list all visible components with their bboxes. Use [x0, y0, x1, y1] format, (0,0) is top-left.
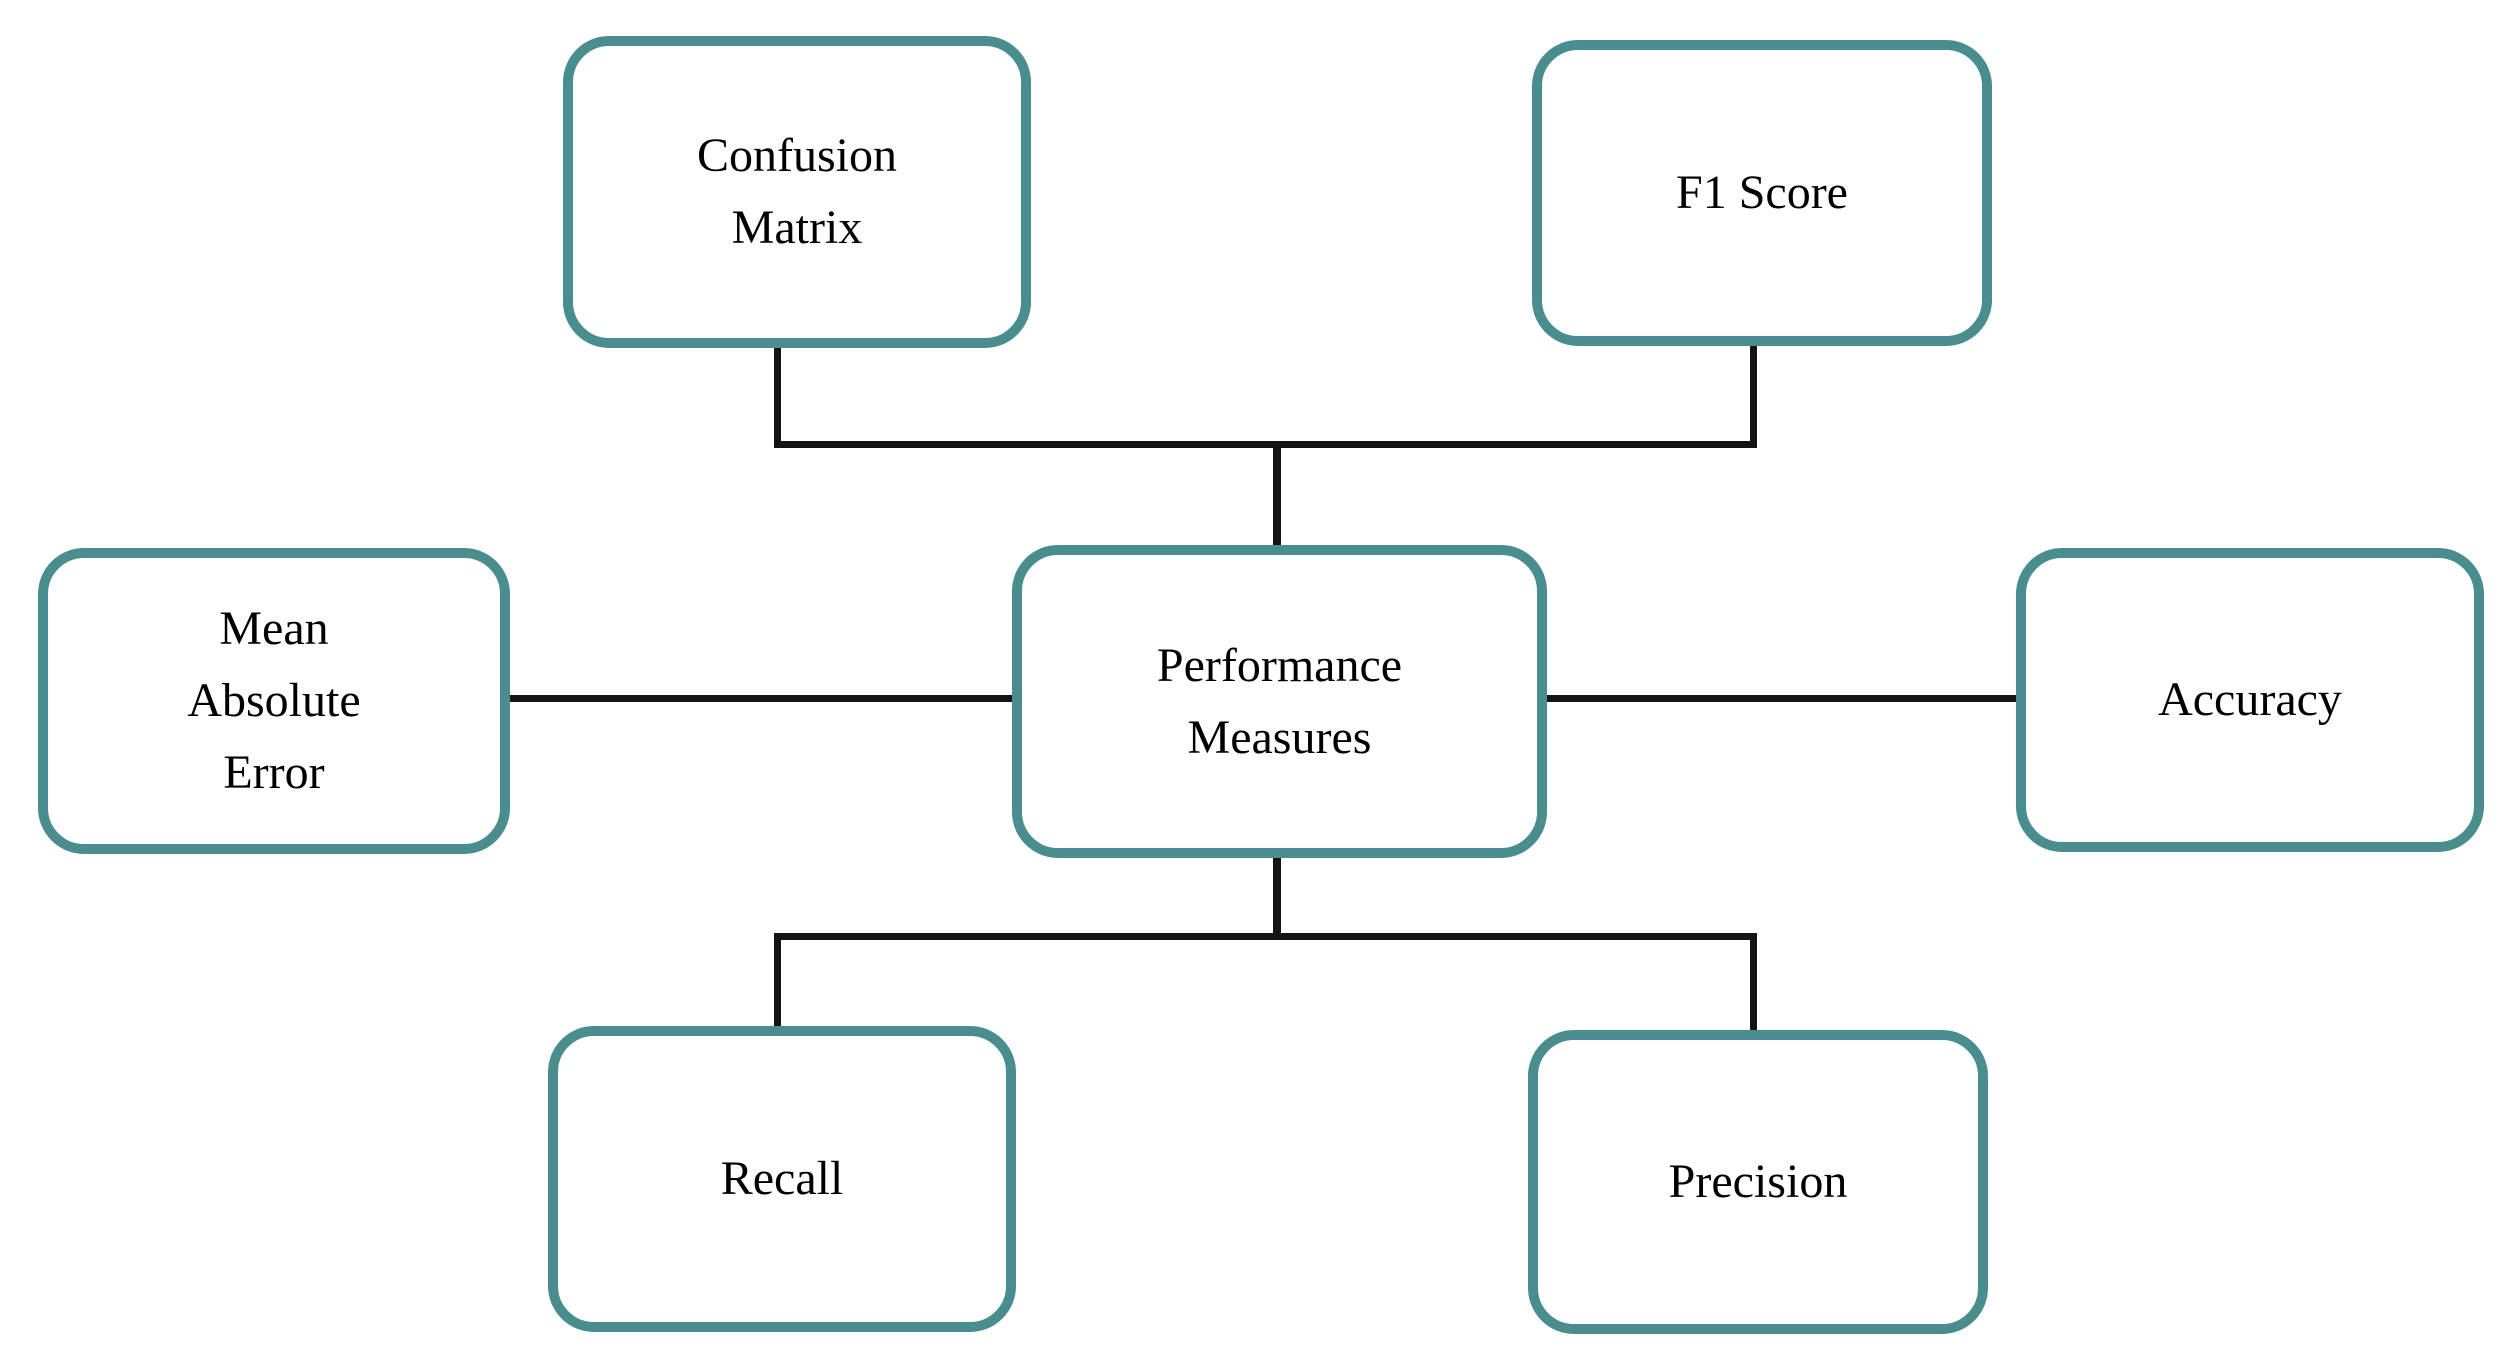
node-precision: Precision [1528, 1030, 1988, 1334]
node-recall-label: Recall [720, 1152, 844, 1205]
node-precision-label: Precision [1668, 1155, 1848, 1208]
connector-right-horizontal [1545, 695, 2018, 702]
node-mean-absolute-error-label: Mean Absolute Error [187, 602, 361, 799]
node-mean-absolute-error: Mean Absolute Error [38, 548, 510, 854]
connector-confusion-matrix-vertical [774, 346, 781, 446]
node-confusion-matrix-label: Confusion Matrix [696, 129, 897, 254]
node-confusion-matrix: Confusion Matrix [563, 36, 1031, 348]
node-accuracy-label: Accuracy [2158, 673, 2342, 726]
node-f1-score-label: F1 Score [1676, 166, 1848, 219]
node-performance-measures-label: Performance Measures [1156, 638, 1403, 764]
connector-f1-score-vertical [1750, 344, 1757, 446]
node-f1-score: F1 Score [1532, 40, 1992, 346]
connector-top-center-vertical [1273, 446, 1281, 546]
connector-bottom-horizontal [774, 933, 1757, 940]
node-recall: Recall [548, 1026, 1016, 1332]
node-performance-measures: Performance Measures [1012, 545, 1547, 858]
connector-precision-vertical [1750, 938, 1757, 1032]
connector-bottom-center-vertical [1273, 856, 1281, 938]
connector-top-horizontal [774, 441, 1757, 448]
connector-left-horizontal [508, 695, 1014, 702]
node-accuracy: Accuracy [2016, 548, 2484, 852]
connector-recall-vertical [774, 938, 781, 1028]
